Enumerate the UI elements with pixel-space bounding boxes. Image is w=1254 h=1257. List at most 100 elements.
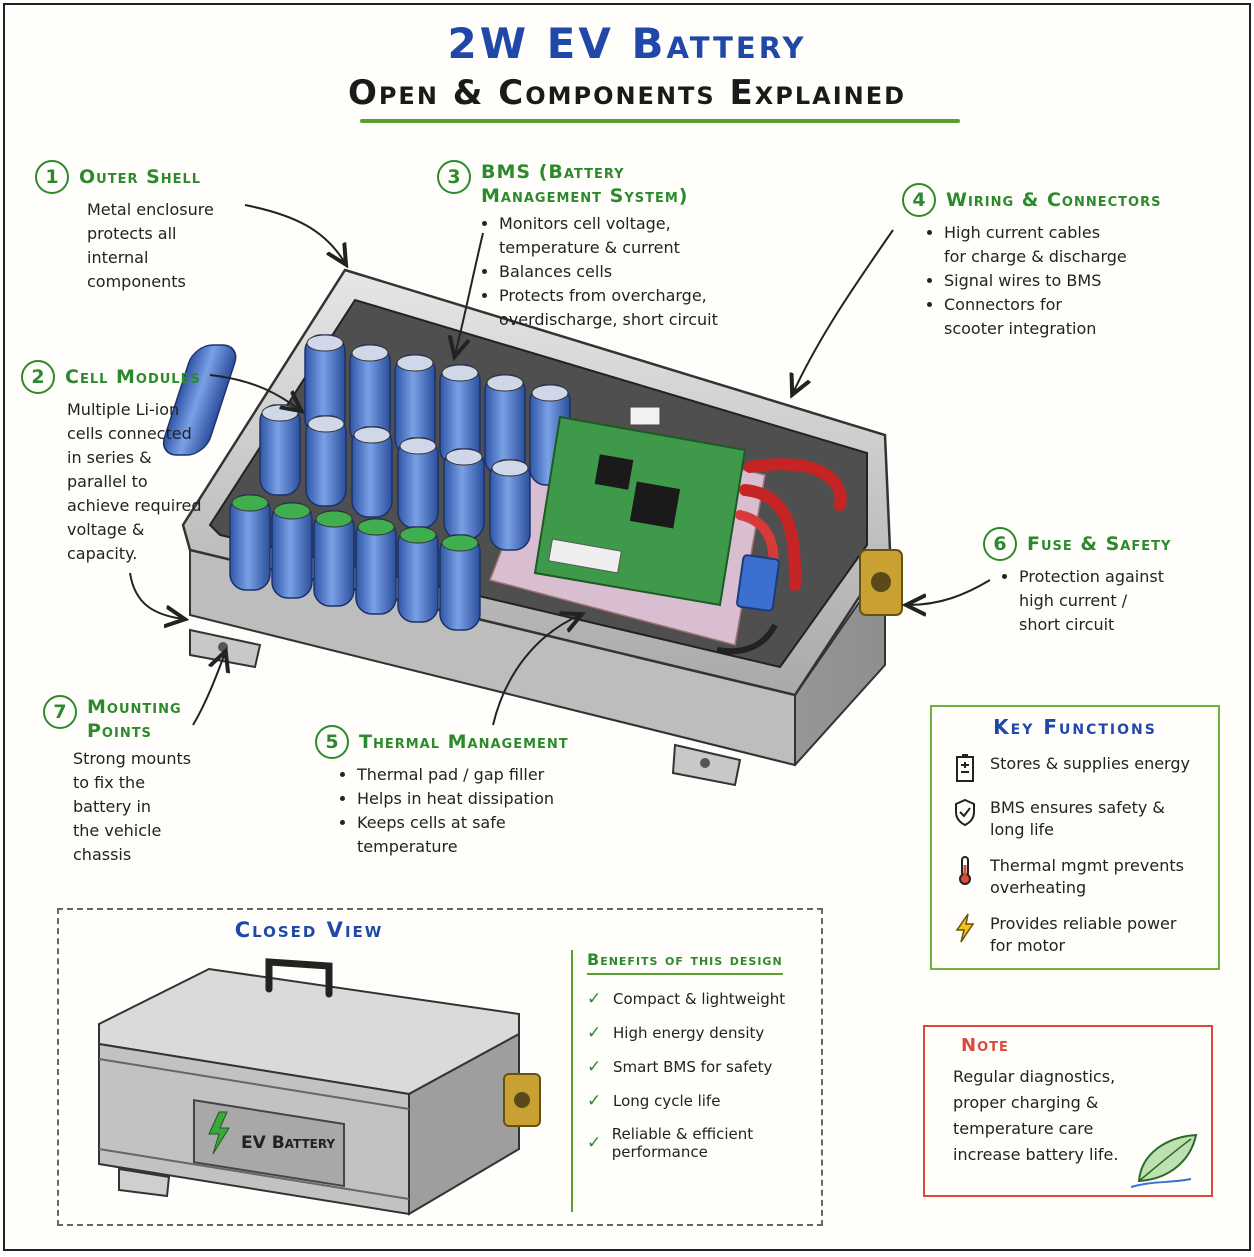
callout-number: 7 <box>43 695 77 729</box>
bullet: Monitors cell voltage, temperature & cur… <box>499 212 797 260</box>
check-icon: ✓ <box>587 1091 602 1111</box>
fuse-block <box>736 554 780 612</box>
bullet: High current cables for charge & dischar… <box>944 221 1202 269</box>
closed-view-panel: Closed View EV Battery Benefits of this … <box>57 908 823 1226</box>
open-battery-illustration <box>129 204 991 787</box>
bullet: Protection against high current / short … <box>1019 565 1233 637</box>
benefit-text: Compact & lightweight <box>613 990 786 1008</box>
callout-arrows <box>129 204 991 726</box>
title-underline <box>360 119 960 123</box>
cell-terminal <box>531 384 569 402</box>
cell-terminal <box>306 334 344 352</box>
key-function-text: BMS ensures safety & long life <box>990 798 1165 839</box>
key-function-item: Stores & supplies energy <box>954 753 1208 783</box>
cell-terminal <box>353 426 391 444</box>
cell-terminal <box>486 374 524 392</box>
arrow-7 <box>192 653 225 726</box>
callout-title: Cell Modules <box>65 366 201 388</box>
check-icon: ✓ <box>587 1133 602 1153</box>
bullet: Balances cells <box>499 260 797 284</box>
cell-terminal <box>307 415 345 433</box>
check-icon: ✓ <box>587 1057 602 1077</box>
callout-title: Wiring & Connectors <box>946 189 1162 211</box>
callout-thermal: 5 Thermal Management Thermal pad / gap fi… <box>315 725 635 859</box>
cell-terminal <box>441 364 479 382</box>
callout-body: Strong mounts to fix the battery in the … <box>73 749 192 864</box>
cell-terminal <box>261 404 299 422</box>
callout-title: Thermal Management <box>359 731 569 753</box>
benefits-title: Benefits of this design <box>587 950 783 975</box>
callout-outer-shell: 1 Outer Shell Metal enclosure protects al… <box>35 160 255 294</box>
bullet: Connectors for scooter integration <box>944 293 1202 341</box>
callout-title: Fuse & Safety <box>1027 533 1172 555</box>
key-function-item: Thermal mgmt prevents overheating <box>954 855 1208 899</box>
callout-bullets: High current cables for charge & dischar… <box>922 221 1202 341</box>
shield-icon <box>955 798 975 827</box>
callout-number: 5 <box>315 725 349 759</box>
arrow-1 <box>244 204 345 263</box>
callout-bullets: Protection against high current / short … <box>997 565 1233 637</box>
check-icon: ✓ <box>587 1023 602 1043</box>
key-function-text: Provides reliable power for motor <box>990 914 1177 955</box>
callout-number: 3 <box>437 160 471 194</box>
cell-terminal <box>399 437 437 455</box>
bullet: Signal wires to BMS <box>944 269 1202 293</box>
callout-number: 1 <box>35 160 69 194</box>
cell-terminal <box>491 459 529 477</box>
callout-title: Outer Shell <box>79 166 202 188</box>
arrow-3 <box>455 232 484 355</box>
benefit-text: Long cycle life <box>613 1092 721 1110</box>
cell-terminal <box>231 494 269 512</box>
note-title: Note <box>961 1035 1009 1056</box>
side-connector <box>859 549 903 616</box>
arrow-2 <box>209 374 300 410</box>
callout-body: Multiple Li-ion cells connected in serie… <box>67 400 202 563</box>
benefit-item: ✓ Long cycle life <box>587 1091 837 1111</box>
cell-terminal <box>399 526 437 544</box>
page-subtitle: Open & Components Explained <box>347 73 907 113</box>
bms-board <box>533 406 747 607</box>
bullet: Protects from overcharge, overdischarge,… <box>499 284 797 332</box>
check-icon: ✓ <box>587 989 602 1009</box>
benefit-item: ✓ Reliable & efficient performance <box>587 1125 837 1161</box>
cell-modules <box>162 344 237 456</box>
callout-cell-modules: 2 Cell Modules Multiple Li-ion cells conn… <box>21 360 221 566</box>
lightning-icon <box>955 913 975 943</box>
arrow-2b <box>129 572 183 619</box>
callout-body: Metal enclosure protects all internal co… <box>87 200 214 291</box>
callout-number: 2 <box>21 360 55 394</box>
arrow-5 <box>492 615 580 726</box>
bullet: Keeps cells at safe temperature <box>357 811 635 859</box>
page: 2W EV Battery Open & Components Explaine… <box>3 3 1251 1251</box>
callout-title: Mounting Points <box>87 696 182 742</box>
benefit-text: Reliable & efficient performance <box>611 1125 754 1161</box>
benefit-text: Smart BMS for safety <box>613 1058 773 1076</box>
cell-terminal <box>396 354 434 372</box>
benefit-item: ✓ Smart BMS for safety <box>587 1057 837 1077</box>
thermometer-icon <box>959 856 971 885</box>
bullet: Thermal pad / gap filler <box>357 763 635 787</box>
key-function-text: Thermal mgmt prevents overheating <box>990 856 1184 897</box>
arrow-4 <box>793 229 894 393</box>
key-function-text: Stores & supplies energy <box>990 754 1190 773</box>
benefit-item: ✓ High energy density <box>587 1023 837 1043</box>
note-body: Regular diagnostics, proper charging & t… <box>953 1067 1119 1164</box>
battery-icon <box>956 754 974 782</box>
key-function-item: Provides reliable power for motor <box>954 913 1208 957</box>
callout-number: 4 <box>902 183 936 217</box>
bullet: Helps in heat dissipation <box>357 787 635 811</box>
benefit-text: High energy density <box>613 1024 765 1042</box>
cell-terminal <box>351 344 389 362</box>
benefit-item: ✓ Compact & lightweight <box>587 989 837 1009</box>
callout-wiring: 4 Wiring & Connectors High current cables… <box>902 183 1202 341</box>
closed-battery-illustration: EV Battery <box>98 958 541 1216</box>
cell-terminal <box>315 510 353 528</box>
cell-terminal <box>445 448 483 466</box>
closed-view-title: Closed View <box>234 918 384 942</box>
callout-bullets: Thermal pad / gap filler Helps in heat d… <box>335 763 635 859</box>
key-functions-box: Key Functions Stores & supplies energy B… <box>930 705 1220 970</box>
arrow-6 <box>908 579 991 605</box>
cell-terminal <box>441 534 479 552</box>
